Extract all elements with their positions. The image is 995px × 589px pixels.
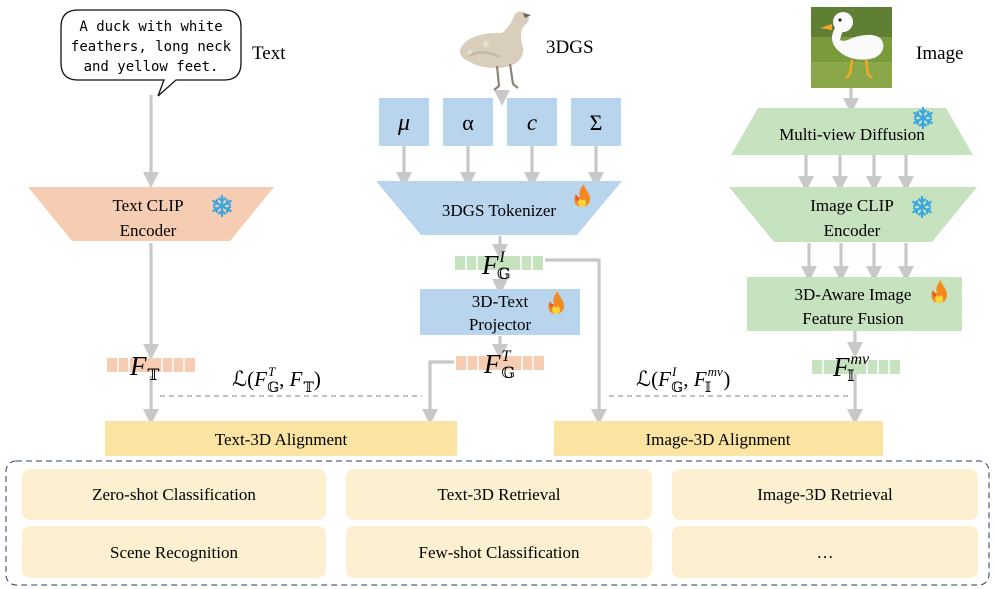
f-gs-txt-sub: 𝔾	[501, 365, 515, 382]
f-img-mv-base: F	[832, 352, 850, 382]
f-text-sub: 𝕋	[148, 367, 160, 384]
svg-text:FI𝔾: FI𝔾	[481, 249, 511, 283]
task-zero-shot-label: Zero-shot Classification	[92, 485, 256, 504]
task-image3d-retrieval	[672, 469, 978, 520]
param-alpha	[443, 98, 493, 146]
param-c	[507, 98, 557, 146]
param-c-label: c	[527, 110, 537, 135]
svg-text:FT𝔾: FT𝔾	[483, 348, 515, 382]
task-text3d-retrieval-label: Text-3D Retrieval	[438, 485, 561, 504]
gaussian-duck-figure	[459, 11, 531, 91]
task-few-shot	[346, 526, 652, 578]
fusion-label-2: Feature Fusion	[802, 309, 904, 328]
tokenizer-label: 3DGS Tokenizer	[442, 201, 557, 220]
mv-diffusion-label: Multi-view Diffusion	[779, 125, 925, 144]
3d-aware-image-fusion: 3D-Aware Image Feature Fusion	[747, 277, 962, 331]
flow-arrows	[143, 88, 914, 425]
feature-f-text: F𝕋	[107, 351, 195, 384]
task-more	[672, 526, 978, 578]
prompt-line-2: feathers, long neck	[71, 39, 232, 55]
label-text: Text	[252, 43, 286, 64]
f-text-base: F	[129, 351, 147, 381]
image-clip-label-2: Encoder	[824, 221, 881, 240]
f-gs-img-sub: 𝔾	[497, 266, 511, 283]
task-text3d-retrieval	[346, 469, 652, 520]
task-scene-recognition-label: Scene Recognition	[110, 543, 238, 562]
label-3dgs: 3DGS	[546, 37, 594, 58]
arrow-fgi-to-image-align	[545, 258, 607, 425]
speech-bubble: A duck with white feathers, long neck an…	[60, 9, 242, 97]
f-gs-txt-sup: T	[502, 348, 512, 365]
3dgs-tokenizer: 3DGS Tokenizer	[376, 181, 622, 235]
text-clip-label-2: Encoder	[120, 221, 177, 240]
image-clip-encoder: Image CLIP Encoder	[729, 187, 977, 242]
task-image3d-retrieval-label: Image-3D Retrieval	[757, 485, 893, 504]
duck-photo	[811, 7, 892, 88]
f-gs-img-sup: I	[499, 249, 506, 266]
prompt-line-3: and yellow feet.	[84, 59, 219, 75]
multi-view-diffusion: Multi-view Diffusion	[731, 106, 973, 155]
f-gs-txt-base: F	[483, 349, 501, 379]
label-image: Image	[916, 43, 963, 64]
image-3d-alignment-label: Image-3D Alignment	[646, 430, 791, 449]
projector-label-2: Projector	[469, 315, 532, 334]
task-zero-shot	[22, 469, 326, 520]
task-more-label: …	[817, 543, 834, 562]
arrow-fgt-to-text-align	[422, 360, 454, 425]
projector-label-1: 3D-Text	[472, 292, 529, 311]
f-gs-img-base: F	[481, 250, 499, 280]
param-alpha-label: α	[462, 110, 474, 135]
text-clip-encoder: Text CLIP Encoder	[28, 187, 274, 241]
task-few-shot-label: Few-shot Classification	[418, 543, 580, 562]
image-3d-alignment: Image-3D Alignment	[554, 421, 883, 456]
3d-text-projector: 3D-Text Projector	[420, 289, 580, 335]
gaussian-params: μ α c Σ	[379, 98, 621, 146]
task-scene-recognition	[22, 526, 326, 578]
param-mu-label: μ	[397, 110, 410, 136]
param-sigma	[571, 98, 621, 146]
text-3d-alignment-label: Text-3D Alignment	[215, 430, 348, 449]
f-img-mv-sup: mv	[851, 351, 871, 368]
prompt-line-1: A duck with white	[79, 19, 222, 35]
fusion-label-1: 3D-Aware Image	[795, 285, 912, 304]
text-clip-label-1: Text CLIP	[112, 196, 183, 215]
downstream-tasks-panel	[5, 460, 990, 586]
param-mu	[379, 98, 429, 146]
text-3d-alignment: Text-3D Alignment	[105, 421, 457, 456]
image-clip-label-1: Image CLIP	[810, 196, 894, 215]
f-img-mv-sub: 𝕀	[847, 368, 854, 385]
param-sigma-label: Σ	[590, 110, 603, 135]
task-cards: Zero-shot Classification Text-3D Retriev…	[22, 469, 978, 578]
svg-text:F𝕋: F𝕋	[129, 351, 160, 384]
